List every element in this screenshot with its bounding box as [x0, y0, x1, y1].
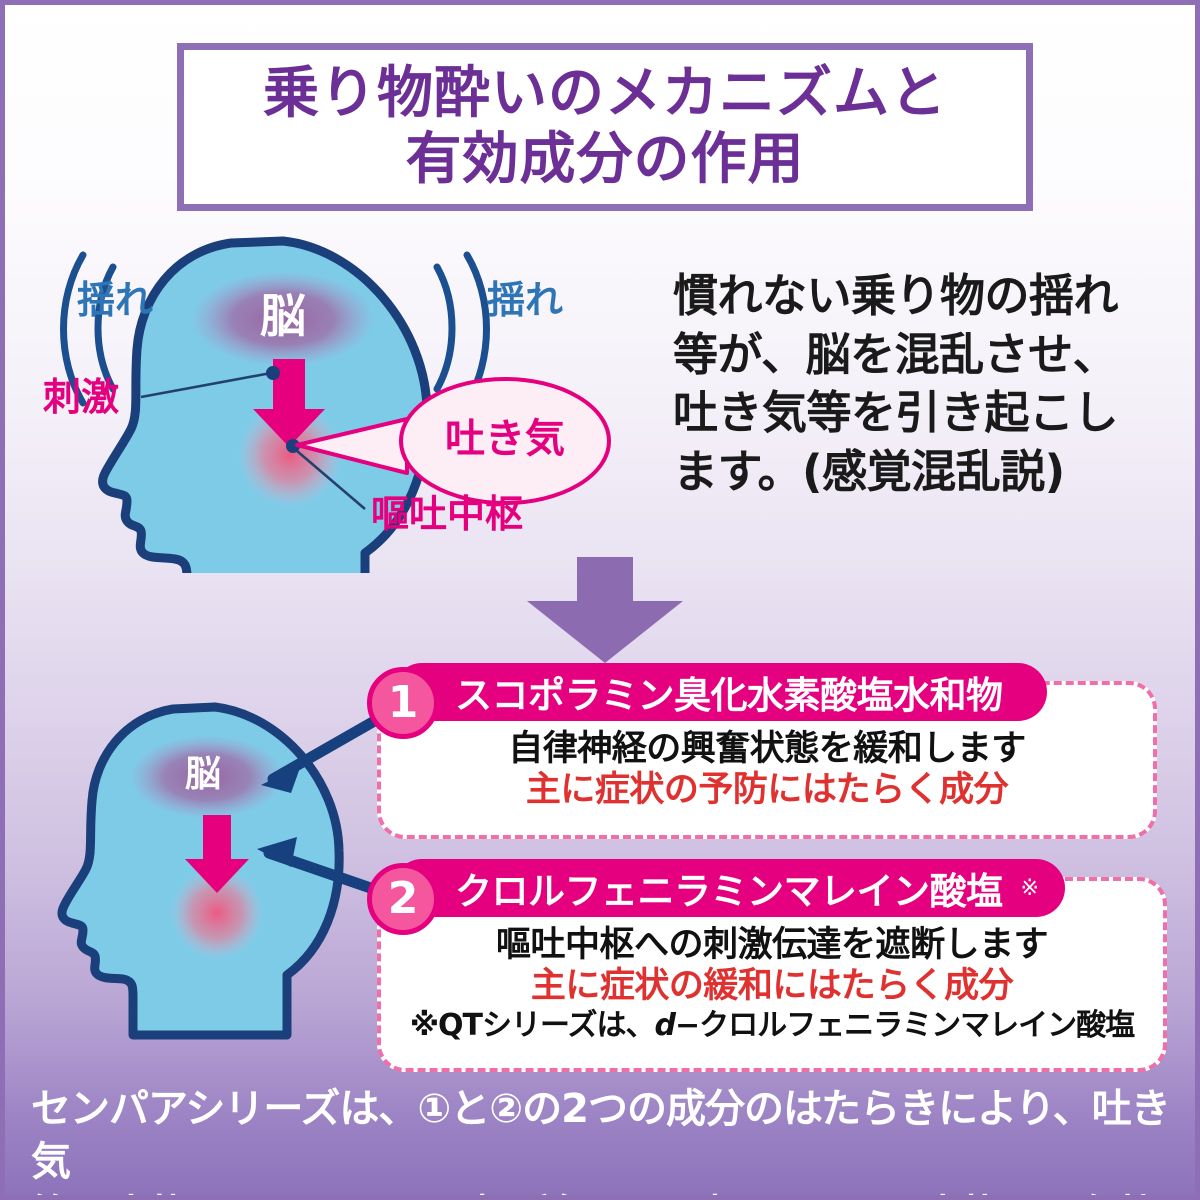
vomit-center-point-dot — [286, 439, 300, 453]
footnote-italic: d — [654, 1007, 677, 1043]
mechanism-explanation: 慣れない乗り物の揺れ 等が、脳を混乱させ、 吐き気等を引き起こし ます。(感覚混… — [673, 267, 1173, 501]
vomiting-center-label: 嘔吐中枢 — [371, 492, 524, 536]
ingredient-2-role: 主に症状の緩和にはたらく成分 — [530, 966, 1014, 1007]
brain-label-top: 脳 — [260, 289, 306, 343]
ingredient-2-footnote: ※QTシリーズは、d−クロルフェニラミンマレイン酸塩 — [381, 1008, 1163, 1043]
ingredient-badge-2-number: 2 — [387, 873, 419, 924]
ingredient-2-note-mark: ※ — [1020, 875, 1039, 901]
ingredient-badge-1: 1 — [367, 667, 439, 739]
ingredient-badge-2: 2 — [367, 863, 439, 935]
shake-label-left: 揺れ — [77, 278, 154, 322]
ingredient-badge-1-number: 1 — [387, 677, 419, 728]
footnote-prefix: ※QTシリーズは、 — [409, 1007, 656, 1043]
upper-head-diagram: 揺れ 揺れ 刺激 脳 吐き気 嘔吐中枢 — [35, 223, 675, 573]
lower-head-svg — [57, 702, 391, 1040]
ingredient-2-name: クロルフェニラミンマレイン酸塩 — [455, 870, 1003, 913]
page-title-line-1: 乗り物酔いのメカニズムと — [263, 60, 947, 126]
brain-region-blob-lower — [129, 735, 285, 819]
ingredient-card-1-header: スコポラミン臭化水素酸塩水和物 — [393, 663, 1047, 721]
ingredient-2-effect: 嘔吐中枢への刺激伝達を遮断します — [495, 925, 1049, 965]
brain-to-center-arrow-icon-lower — [185, 815, 249, 893]
title-box: 乗り物酔いのメカニズムと 有効成分の作用 — [177, 43, 1033, 211]
vomiting-center-blob-lower — [171, 867, 263, 959]
badge2-arrowhead-icon — [257, 837, 297, 867]
ingredient-card-2: クロルフェニラミンマレイン酸塩 ※ 嘔吐中枢への刺激伝達を遮断します 主に症状の… — [377, 859, 1167, 1072]
page-title-line-2: 有効成分の作用 — [405, 127, 805, 192]
lower-head-diagram: 脳 — [25, 695, 415, 1075]
footer-line-1: センパアシリーズは、①と②の2つの成分のはたらきにより、吐き気 — [31, 1086, 1171, 1185]
footnote-suffix: −クロルフェニラミンマレイン酸塩 — [674, 1007, 1135, 1043]
stimulus-connector-line — [140, 371, 272, 399]
badge1-arrowhead-icon — [261, 765, 301, 793]
explanation-line-3: 吐き気等を引き起こし — [673, 386, 1119, 439]
nausea-bubble-label: 吐き気 — [445, 416, 565, 462]
summary-footer: センパアシリーズは、①と②の2つの成分のはたらきにより、吐き気 等の症状をおさえ… — [31, 1083, 1181, 1195]
ingredient-1-name: スコポラミン臭化水素酸塩水和物 — [455, 674, 1003, 717]
stimulus-point-dot — [266, 366, 280, 380]
ingredient-card-1: スコポラミン臭化水素酸塩水和物 自律神経の興奮状態を緩和します 主に症状の予防に… — [377, 663, 1157, 839]
vomiting-center-blob — [238, 403, 342, 507]
explanation-line-4: ます。(感覚混乱説) — [673, 444, 1065, 498]
explanation-line-2: 等が、脳を混乱させ、 — [673, 327, 1118, 381]
downward-flow-arrow-icon — [527, 557, 683, 663]
footer-line-2: 等の症状をおさえます。酔う前でも、酔ってからの症状にも有効です。 — [31, 1189, 1181, 1195]
ingredient-card-2-body: 嘔吐中枢への刺激伝達を遮断します 主に症状の緩和にはたらく成分 ※QTシリーズは… — [381, 925, 1163, 1043]
stimulus-label: 刺激 — [43, 375, 120, 419]
brain-to-center-arrow-icon — [253, 359, 325, 447]
nausea-speech-bubble — [295, 377, 611, 505]
ingredient-card-1-body: 自律神経の興奮状態を緩和します 主に症状の予防にはたらく成分 — [381, 729, 1153, 812]
ingredient-card-2-header: クロルフェニラミンマレイン酸塩 ※ — [393, 859, 1065, 917]
explanation-line-1: 慣れない乗り物の揺れ — [673, 269, 1119, 322]
shake-label-right: 揺れ — [487, 278, 564, 322]
upper-head-svg — [60, 236, 611, 573]
shake-waves-left-icon — [60, 251, 117, 407]
brain-label-bottom: 脳 — [185, 754, 222, 795]
vomit-center-connector-line — [296, 450, 366, 510]
badge1-connector-line — [267, 709, 391, 785]
brain-region-blob — [191, 271, 375, 367]
ingredient-1-role: 主に症状の予防にはたらく成分 — [525, 770, 1009, 811]
ingredient-1-effect: 自律神経の興奮状態を緩和します — [508, 729, 1026, 769]
